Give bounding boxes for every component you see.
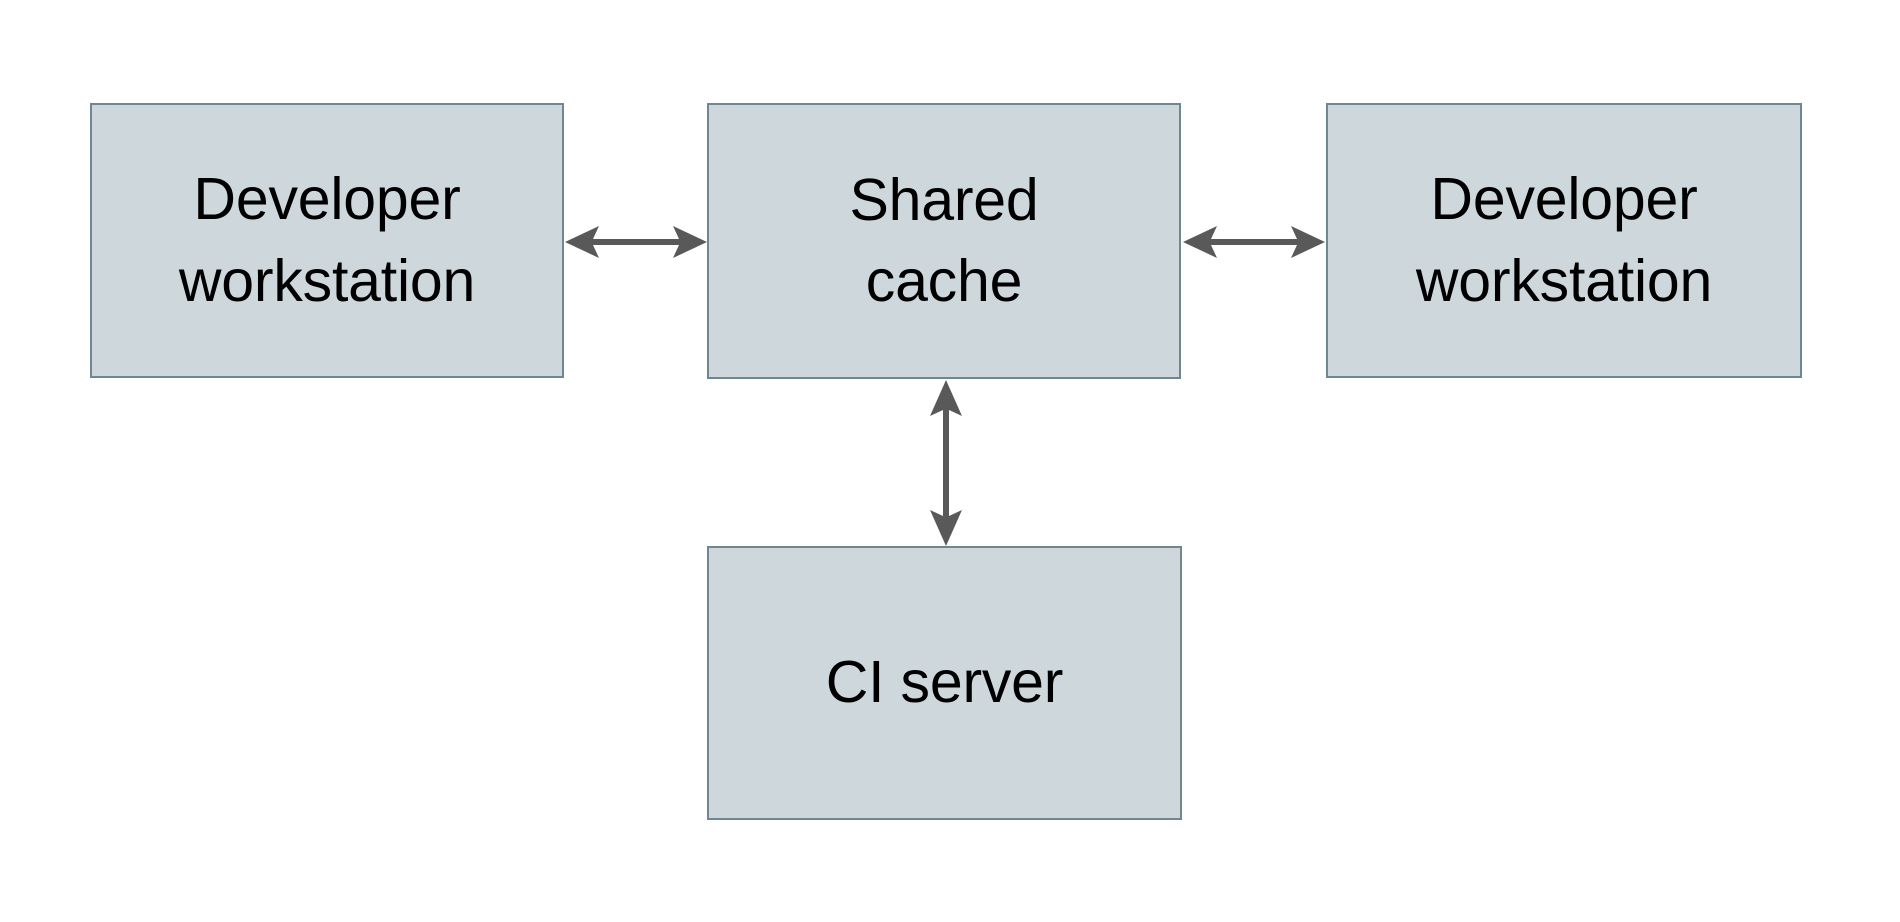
double-arrow-icon [930, 380, 962, 546]
double-arrow-icon [565, 226, 707, 258]
edge-shared-cache-to-ci-server[interactable] [916, 378, 976, 548]
node-label: CI server [825, 649, 1064, 716]
node-developer-workstation-left[interactable]: Developer workstation [90, 103, 564, 378]
node-shared-cache[interactable]: Shared cache [707, 103, 1181, 379]
node-label: Developer workstation [178, 166, 476, 314]
node-developer-workstation-right[interactable]: Developer workstation [1326, 103, 1802, 378]
double-arrow-icon [1183, 226, 1325, 258]
node-label: Shared cache [849, 166, 1039, 314]
node-label: Developer workstation [1415, 166, 1713, 314]
edge-developer-left-to-shared-cache[interactable] [563, 212, 709, 272]
node-ci-server[interactable]: CI server [707, 546, 1182, 820]
edge-shared-cache-to-developer-right[interactable] [1181, 212, 1327, 272]
